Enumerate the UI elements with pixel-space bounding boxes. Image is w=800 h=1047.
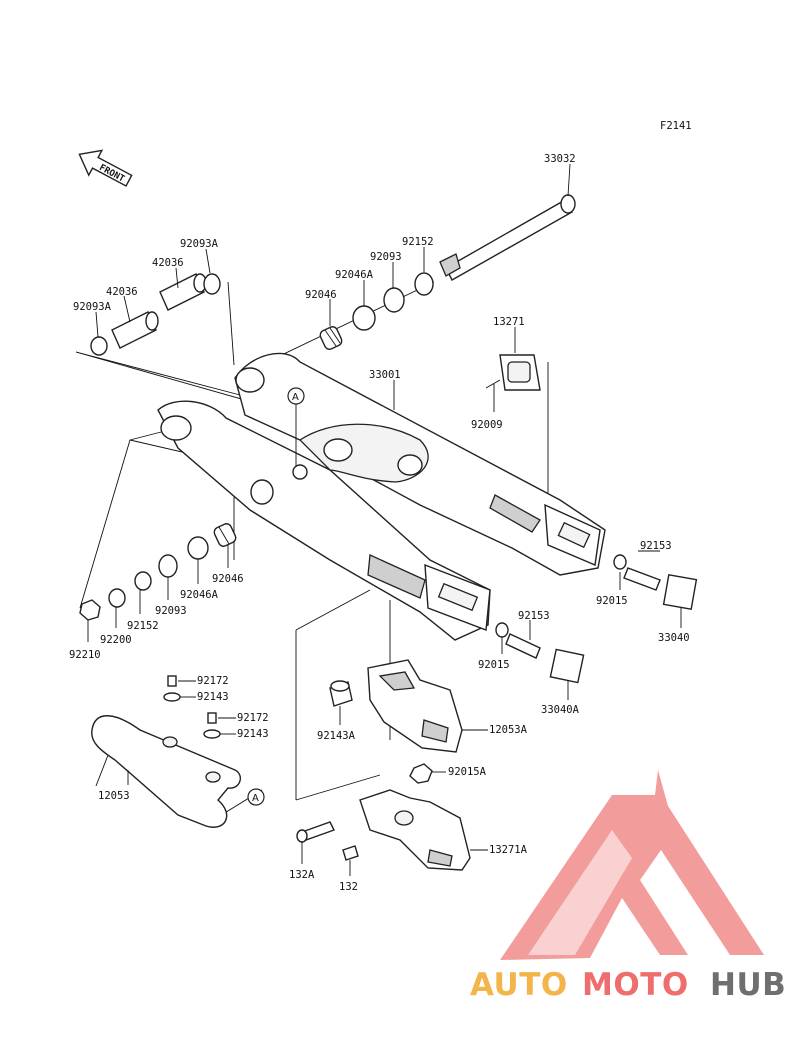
seal-92046A-bot [187,536,209,560]
label-92200: 92200 [100,634,132,646]
label-92093A-left: 92093A [73,301,112,313]
label-132A: 132A [289,869,315,881]
washer-92143-b [203,729,221,739]
label-132: 132 [339,881,358,893]
collar-92093-top [383,287,405,313]
label-33001: 33001 [369,369,401,381]
svg-text:A: A [292,392,299,403]
bolt-132A [296,821,335,843]
collar-92093-bot [158,554,178,578]
slider-12053 [91,715,242,828]
label-92143-b: 92143 [237,728,269,740]
sleeve-42036-left [111,311,159,349]
label-12053: 12053 [98,790,130,802]
label-92172-b: 92172 [237,712,269,724]
collar-92143A [329,680,353,707]
bolt-92153-right [613,554,661,591]
washer-92143-a [163,692,181,702]
label-92172-a: 92172 [197,675,229,687]
label-92009: 92009 [471,419,503,431]
bearing-92046-bot [213,523,237,547]
label-13271: 13271 [493,316,525,328]
label-92046A-top: 92046A [335,269,374,281]
watermark-logo [500,770,764,960]
watermark-brand-text: AUTO MOTO HUB [470,967,786,1003]
label-92210: 92210 [69,649,101,661]
label-42036-top: 42036 [152,257,184,269]
label-92046-bot: 92046 [212,573,244,585]
label-92015-mid: 92015 [478,659,510,671]
washer-92200 [108,588,126,608]
label-92093-bot: 92093 [155,605,187,617]
reference-marker-a-bot: A [247,788,265,806]
chain-guide-12053A [367,659,463,753]
label-13271A: 13271A [489,844,528,856]
nut-92210 [79,599,101,621]
bearing-92046-top [319,326,343,350]
reference-marker-a-top: A [287,387,305,466]
collar-92093A-left [90,336,108,356]
label-92153-mid: 92153 [518,610,550,622]
screw-92172-a [167,675,177,687]
chain-guide-13271A [359,789,471,871]
part-labels: 33032 92152 92093 92046A 92046 92093A 42… [69,153,690,893]
brand-auto: AUTO [470,967,568,1003]
label-92093A-top: 92093A [180,238,219,250]
label-92046-top: 92046 [305,289,337,301]
label-92143A: 92143A [317,730,356,742]
label-92152-top: 92152 [402,236,434,248]
label-12053A: 12053A [489,724,528,736]
label-42036-left: 42036 [106,286,138,298]
label-92152-bot: 92152 [127,620,159,632]
label-33032: 33032 [544,153,576,165]
plate-13271 [485,354,541,391]
front-arrow-icon: FRONT [78,149,133,187]
label-33040: 33040 [658,632,690,644]
bolt-132 [342,845,359,861]
brand-moto: MOTO [582,967,689,1003]
label-92015A: 92015A [448,766,487,778]
brand-hub: HUB [710,967,786,1003]
sleeve-42036-top [159,273,207,311]
washer-92152-top [414,272,434,296]
svg-text:A: A [252,793,259,804]
collar-92093A-top [203,273,221,295]
nut-92015A [409,763,433,784]
swingarm-33001 [157,352,606,641]
label-92046A-bot: 92046A [180,589,219,601]
diagram-code: F2141 [660,120,692,132]
label-33040A: 33040A [541,704,580,716]
block-33040A [549,648,585,684]
washer-92152-bot [134,571,152,591]
label-92015-right: 92015 [596,595,628,607]
screw-92172-b [207,712,217,724]
label-92153-right: 92153 [640,540,672,552]
block-33040 [662,573,698,611]
label-92143-a: 92143 [197,691,229,703]
axle-33032 [439,194,576,281]
label-92093-top: 92093 [370,251,402,263]
bolt-92153-mid [495,622,541,659]
seal-92046A-top [352,305,376,331]
